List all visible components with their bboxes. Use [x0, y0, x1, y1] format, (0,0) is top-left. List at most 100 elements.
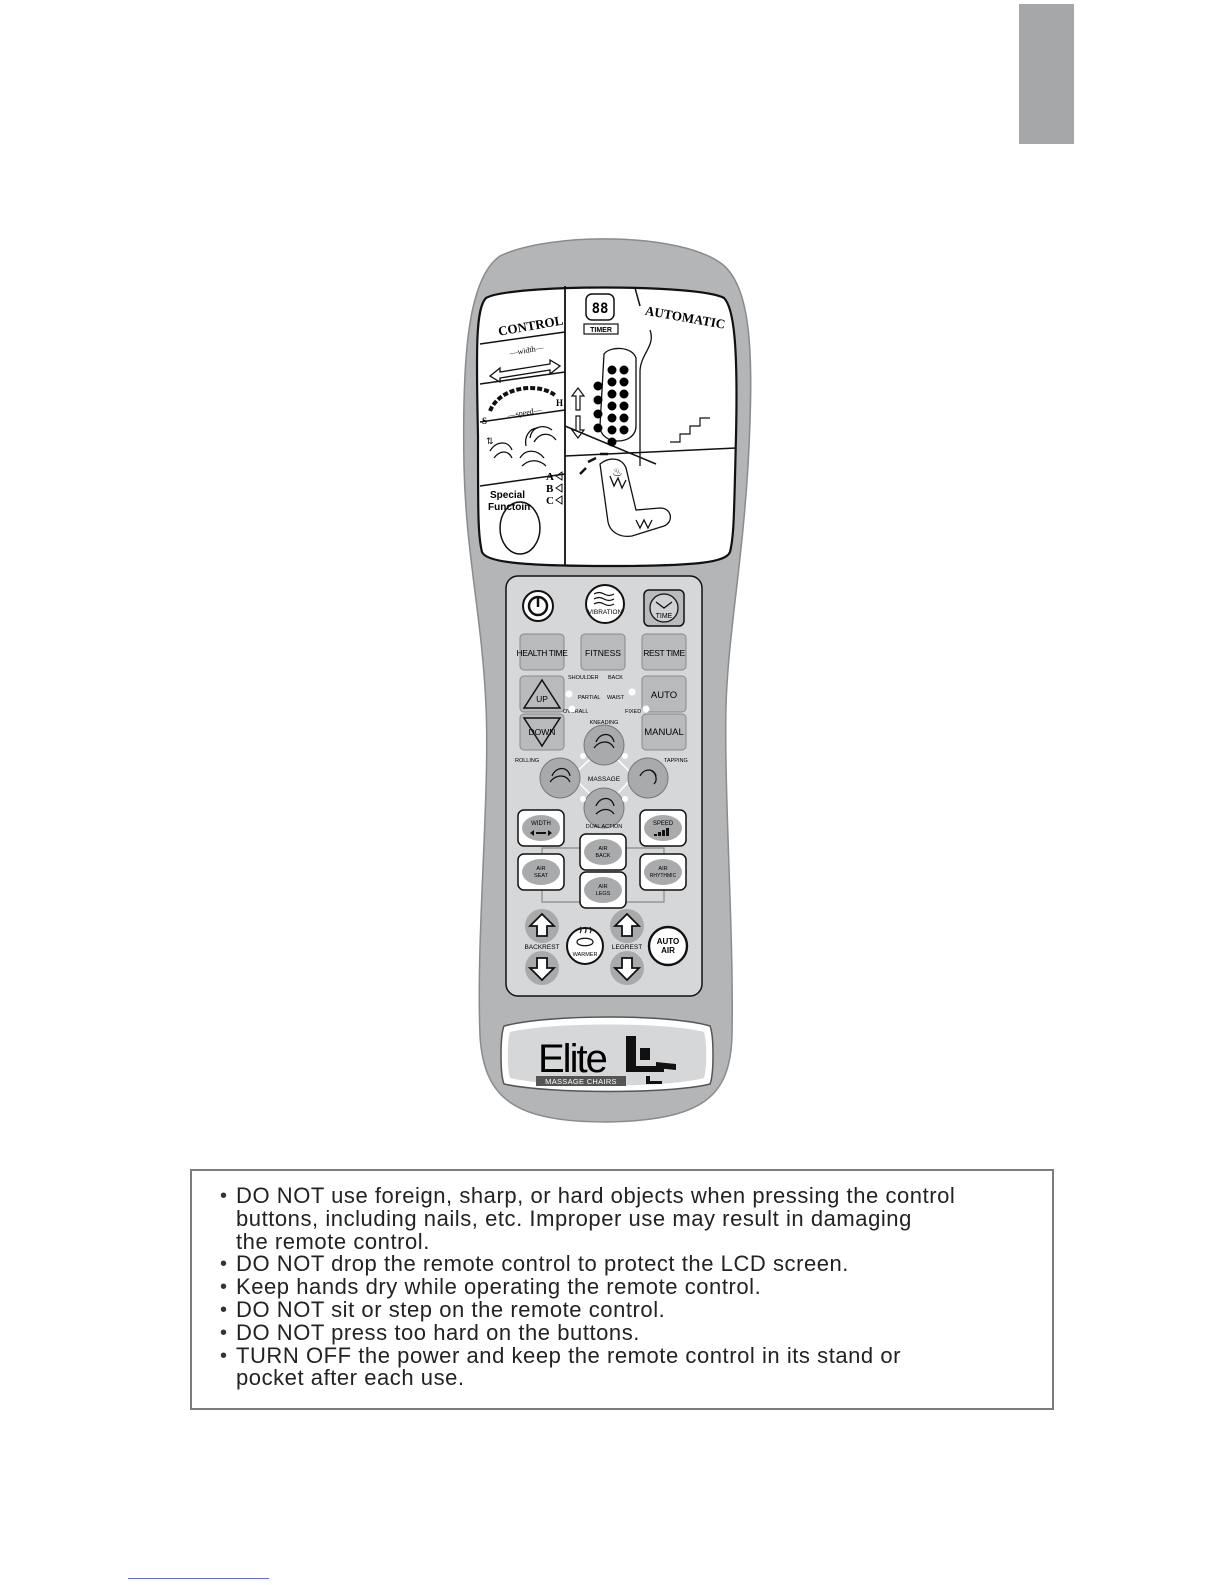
notice-item: DO NOT use foreign, sharp, or hard objec…	[220, 1184, 1032, 1253]
special-oval-icon	[499, 501, 541, 555]
speed-label: SPEED	[653, 821, 674, 827]
legrest-down-button[interactable]	[610, 951, 644, 985]
lcd-pos-a: A	[546, 471, 554, 483]
lcd-speed-low: S	[482, 416, 487, 426]
lcd-timer-label: TIMER	[590, 327, 612, 334]
dual-action-hand-icon	[595, 797, 615, 815]
manual-label: MANUAL	[644, 727, 684, 738]
down-button[interactable]: DOWN	[519, 713, 565, 751]
clock-icon	[655, 601, 673, 609]
down-arrow-outline-icon	[570, 415, 586, 439]
chair-logo-icon	[626, 1036, 676, 1084]
air-connector-lines	[541, 847, 665, 903]
safety-notice-box: DO NOT use foreign, sharp, or hard objec…	[190, 1169, 1054, 1410]
backrest-label: BACKREST	[524, 944, 559, 951]
manual-button[interactable]: MANUAL	[641, 713, 687, 751]
lcd-timer-digits: 88	[592, 301, 609, 317]
health-time-button[interactable]: HEALTH TIME	[516, 633, 569, 671]
air-seat-label-1: AIR	[536, 866, 545, 872]
remote-control-illustration: CONTROL AUTOMATIC 88 TIMER —width— S —sp…	[462, 238, 752, 1123]
brand-logo: Elite MASSAGE CHAIRS	[500, 1016, 714, 1093]
fitness-label: FITNESS	[585, 648, 621, 658]
waist-label: WAIST	[607, 695, 625, 701]
speed-button[interactable]: SPEED	[639, 809, 687, 847]
auto-button[interactable]: AUTO	[641, 675, 687, 713]
back-label: BACK	[608, 675, 623, 681]
air-seat-button[interactable]: AIR SEAT	[517, 853, 565, 891]
auto-air-label-1: AUTO	[657, 937, 680, 946]
tapping-button[interactable]	[627, 757, 669, 799]
warmer-icon	[576, 926, 594, 947]
up-arrow-outline-icon	[570, 387, 586, 411]
kneading-label: KNEADING	[590, 720, 619, 726]
vibration-label: VIBRATION	[588, 609, 623, 616]
massage-label: MASSAGE	[588, 776, 621, 783]
up-label: UP	[536, 694, 548, 704]
air-seat-label-2: SEAT	[534, 873, 549, 879]
width-label: WIDTH	[531, 821, 551, 827]
backrest-down-arrow-icon	[527, 957, 557, 982]
air-legs-label-2: LEGS	[596, 891, 611, 897]
auto-air-label-2: AIR	[661, 946, 675, 955]
up-button[interactable]: UP	[519, 675, 565, 713]
rest-time-button[interactable]: REST TIME	[641, 633, 687, 671]
lcd-screen: CONTROL AUTOMATIC 88 TIMER —width— S —sp…	[475, 286, 738, 568]
fitness-button[interactable]: FITNESS	[580, 633, 626, 671]
width-arrows-icon	[488, 358, 562, 384]
legrest-up-arrow-icon	[612, 912, 642, 937]
notice-item: DO NOT drop the remote control to protec…	[220, 1253, 1032, 1276]
backrest-down-button[interactable]	[525, 951, 559, 985]
air-back-button[interactable]: AIR BACK	[579, 833, 627, 871]
dual-action-label: DUAL ACTION	[586, 824, 622, 830]
air-legs-button[interactable]: AIR LEGS	[579, 871, 627, 909]
rolling-hand-icon	[549, 767, 571, 783]
backrest-up-button[interactable]	[525, 909, 559, 943]
kneading-button[interactable]	[583, 724, 625, 766]
position-indicator-leds	[565, 688, 650, 713]
overall-label: OVERALL	[563, 709, 588, 715]
logo-brand-text: Elite	[538, 1037, 607, 1081]
time-button[interactable]: TIME	[643, 589, 685, 627]
lcd-special-1: Special	[490, 490, 525, 501]
warmer-button[interactable]: WARMER	[566, 926, 604, 965]
lcd-pos-c: C	[546, 495, 554, 507]
footer-rule	[128, 1578, 269, 1579]
rest-time-label: REST TIME	[643, 648, 685, 658]
massage-leds	[580, 753, 628, 802]
auto-air-button[interactable]: AUTO AIR	[647, 925, 689, 967]
tapping-label: TAPPING	[664, 758, 688, 764]
legrest-up-button[interactable]	[610, 909, 644, 943]
notice-item: DO NOT press too hard on the buttons.	[220, 1321, 1032, 1345]
kneading-hand-icon	[593, 733, 615, 749]
section-tab	[1019, 4, 1074, 144]
rolling-label: ROLLING	[515, 758, 539, 764]
speed-arc-icon	[488, 386, 558, 412]
auto-label: AUTO	[651, 690, 677, 701]
width-button[interactable]: WIDTH	[517, 809, 565, 847]
hand-kneading-icon	[489, 426, 557, 467]
legrest-down-arrow-icon	[612, 957, 642, 982]
air-rhythmic-button[interactable]: AIR RHYTHMIC	[639, 853, 687, 891]
down-triangle-icon	[522, 717, 562, 748]
vibration-button[interactable]: VIBRATION	[585, 584, 625, 624]
lcd-pos-b: B	[546, 483, 554, 495]
air-back-label-1: AIR	[598, 846, 607, 852]
down-label: DOWN	[529, 727, 556, 737]
notice-item: TURN OFF the power and keep the remote c…	[220, 1344, 1032, 1391]
power-button[interactable]	[522, 590, 554, 622]
up-down-small-icon: ⇅	[486, 436, 494, 446]
safety-notice-list: DO NOT use foreign, sharp, or hard objec…	[192, 1171, 1052, 1390]
width-arrows-small-icon	[530, 830, 552, 836]
dual-action-button[interactable]	[583, 787, 625, 829]
speed-bars-icon	[654, 828, 669, 836]
chair-icon: ♨	[579, 452, 671, 538]
logo-sub-text: MASSAGE CHAIRS	[545, 1077, 617, 1086]
stairs-icon	[670, 417, 710, 443]
vibration-icon	[593, 591, 615, 607]
backrest-up-arrow-icon	[527, 912, 557, 937]
rolling-button[interactable]	[539, 757, 581, 799]
air-rhythmic-label-1: AIR	[658, 866, 667, 872]
lcd-speed-high: H	[556, 398, 563, 408]
air-back-label-2: BACK	[596, 853, 611, 859]
air-legs-label-1: AIR	[598, 884, 607, 890]
